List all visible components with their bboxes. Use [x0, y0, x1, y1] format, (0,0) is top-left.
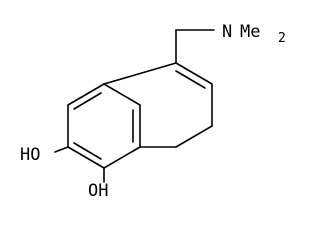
amine-subscript: 2: [278, 31, 286, 46]
bond-inner-2: [73, 142, 102, 160]
amine-methyl-label: Me: [240, 22, 260, 42]
bond-c2-c3: [67, 146, 105, 169]
bond-c5-c6: [175, 62, 213, 85]
bond-c7-c8: [175, 125, 213, 148]
amine-nitrogen-label: N: [222, 22, 232, 42]
chemical-structure-diagram: N Me 2 HO OH: [20, 22, 286, 201]
bond-c4-c4a: [67, 83, 105, 106]
hydroxyl-label-upper: HO: [20, 145, 40, 165]
bond-c1-c2: [103, 146, 141, 169]
bond-c3-oh: [54, 146, 69, 153]
bond-lines: [54, 29, 215, 183]
bond-c6-double-inner: [175, 70, 206, 89]
bond-c4a-c5: [103, 62, 177, 85]
bond-inner-3: [73, 92, 102, 110]
hydroxyl-label-lower: OH: [88, 181, 108, 201]
bond-c4a-c8a: [103, 83, 141, 106]
